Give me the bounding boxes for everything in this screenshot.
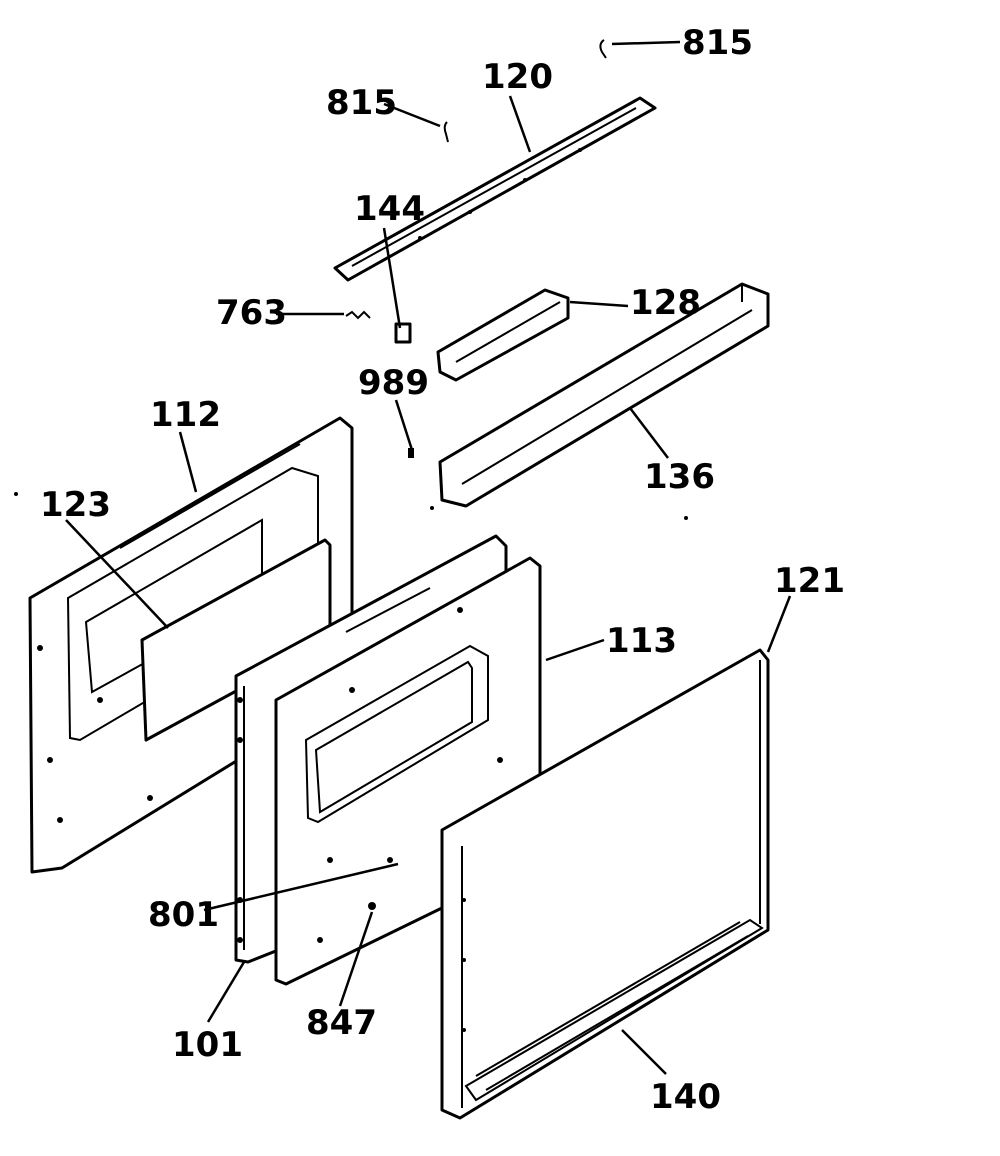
callout-120: 120 (482, 57, 553, 97)
callout-113: 113 (606, 621, 677, 661)
part-140-bottom-trim (464, 918, 764, 1102)
part-128-bracket (436, 288, 570, 382)
part-120-trim-strip (333, 96, 657, 282)
part-144-clip (394, 322, 412, 344)
leader-lines (65, 40, 792, 1075)
callout-989: 989 (358, 363, 429, 403)
callout-801: 801 (148, 895, 219, 935)
callout-labels: 815 815 120 144 763 128 989 136 112 123 … (40, 23, 845, 1117)
part-815-screw-right (599, 39, 607, 59)
callout-121: 121 (774, 561, 845, 601)
callout-112: 112 (150, 395, 221, 435)
callout-815-left: 815 (326, 83, 397, 123)
scan-specks (14, 492, 688, 520)
part-121-outer-door-panel (440, 648, 770, 1120)
callout-123: 123 (40, 485, 111, 525)
callout-847: 847 (306, 1003, 377, 1043)
callout-136: 136 (644, 457, 715, 497)
part-989-fastener (408, 448, 414, 458)
part-123-glass (140, 538, 332, 742)
part-763-spring (345, 310, 371, 320)
part-136-handle (438, 282, 770, 508)
part-815-screw-left (443, 121, 449, 143)
callout-763: 763 (216, 293, 287, 333)
callout-144: 144 (354, 189, 425, 229)
callout-815-top: 815 (682, 23, 753, 63)
callout-140: 140 (650, 1077, 721, 1117)
callout-128: 128 (630, 283, 701, 323)
callout-101: 101 (172, 1025, 243, 1065)
